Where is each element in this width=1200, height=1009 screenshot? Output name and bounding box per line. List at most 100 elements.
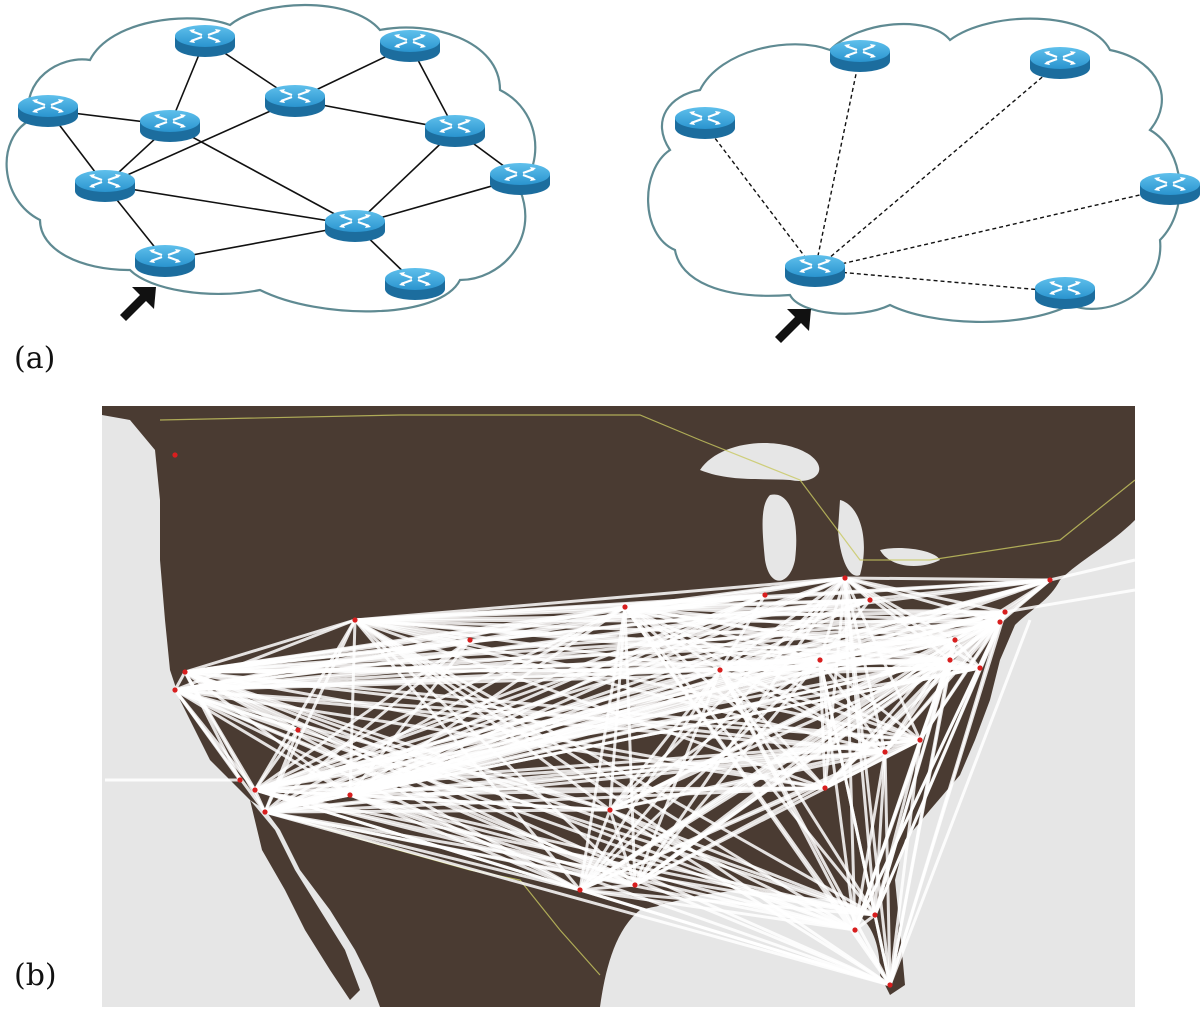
router-icon	[488, 161, 552, 197]
map-link	[263, 619, 357, 813]
map-link	[818, 659, 827, 789]
city-dot	[1047, 577, 1053, 583]
map-link	[873, 914, 892, 986]
map-link	[819, 578, 1051, 662]
city-dot	[622, 604, 628, 610]
map-link	[844, 576, 1051, 582]
right-links	[704, 54, 1171, 293]
map-link	[174, 578, 1051, 692]
map-link	[579, 888, 876, 917]
arrow-icon	[775, 309, 811, 343]
map-link	[608, 809, 637, 886]
map-link	[578, 577, 847, 891]
map-link	[918, 611, 1007, 741]
city-dot	[577, 887, 583, 893]
map-link	[843, 577, 857, 931]
city-dot	[872, 912, 878, 918]
city-dot	[607, 807, 613, 813]
panel-a-label: (a)	[14, 341, 55, 376]
map-link	[843, 577, 892, 986]
router-icon	[16, 93, 80, 129]
map-link	[579, 888, 856, 932]
map-links	[105, 558, 1136, 987]
map-link	[608, 606, 627, 811]
map-link	[354, 618, 611, 812]
map-link	[624, 578, 1051, 609]
map-link	[578, 658, 822, 892]
router-icon	[383, 266, 447, 302]
map-link	[844, 576, 1001, 624]
map-link	[349, 750, 886, 797]
left-network	[5, 3, 552, 321]
map-link	[354, 618, 826, 790]
left-cloud	[5, 3, 537, 313]
map-link	[1004, 588, 1136, 614]
baja-california	[250, 800, 360, 1000]
map-link	[718, 594, 767, 671]
map-link	[843, 577, 922, 741]
map-link	[718, 669, 892, 986]
map-link	[888, 639, 957, 986]
map-link	[844, 576, 956, 642]
city-dot	[952, 637, 958, 643]
map-link	[633, 659, 822, 886]
router-icon	[378, 28, 442, 64]
map-link	[873, 611, 1007, 916]
map-link	[609, 808, 891, 987]
map-link	[719, 578, 1051, 672]
map-link	[719, 576, 846, 672]
map-link	[354, 618, 876, 917]
map-link	[624, 576, 846, 609]
map-link	[349, 578, 1051, 797]
map-link	[353, 619, 582, 891]
panel-b-label: (b)	[14, 958, 57, 993]
map-link	[174, 618, 356, 692]
map-link	[348, 619, 357, 796]
map-link	[354, 618, 956, 642]
map-link	[634, 750, 886, 887]
map-link	[578, 606, 627, 891]
map-link	[173, 689, 267, 813]
router-icon	[1033, 275, 1097, 311]
map-link	[174, 666, 981, 692]
map-link	[853, 751, 887, 931]
router-icon	[1028, 45, 1092, 81]
map-link	[609, 658, 821, 812]
map-link	[253, 789, 267, 813]
city-dot	[717, 667, 723, 673]
map-link	[174, 620, 1001, 692]
map-link	[264, 810, 891, 987]
city-dot	[887, 982, 893, 988]
border-line	[159, 414, 1136, 561]
map-link	[354, 618, 856, 932]
router-icon	[423, 113, 487, 149]
map-link	[853, 929, 892, 986]
city-dot	[817, 657, 823, 663]
map-link	[578, 809, 612, 891]
map-link	[349, 793, 581, 892]
router-icon	[828, 38, 892, 74]
city-dot	[295, 727, 301, 733]
map-link	[623, 606, 877, 916]
map-link	[853, 611, 1007, 931]
map-link	[873, 739, 922, 916]
city-dot	[1002, 609, 1008, 615]
router-icon	[138, 108, 202, 144]
map-link	[608, 576, 847, 812]
map-link	[264, 808, 611, 814]
map-link	[254, 593, 766, 792]
city-dot	[842, 575, 848, 581]
router-icon	[323, 208, 387, 244]
map-link	[888, 611, 1007, 986]
map-link	[609, 750, 886, 812]
map-cities	[172, 452, 1053, 988]
city-dot	[977, 665, 983, 671]
map-link	[1004, 578, 1051, 614]
city-dot	[867, 597, 873, 603]
router-icon	[133, 243, 197, 279]
map-link	[173, 671, 187, 691]
map-link	[888, 619, 1032, 986]
map-link	[609, 610, 1006, 812]
map-link	[579, 883, 636, 892]
city-dot	[352, 617, 358, 623]
